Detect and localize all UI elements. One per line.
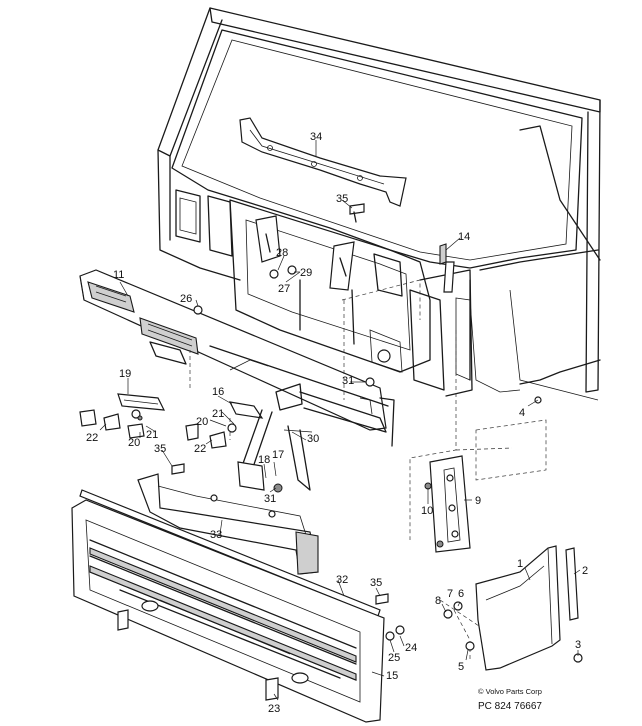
callout-21b: 21 [212,408,224,420]
callout-22a: 22 [86,432,98,444]
callout-14: 14 [458,231,470,243]
callout-3: 3 [575,639,581,651]
part-11-upper-panel [79,269,395,447]
callout-leaders [99,140,581,701]
callout-2: 2 [582,565,588,577]
callout-4: 4 [519,407,525,419]
callout-29: 29 [300,267,312,279]
callout-6: 6 [458,588,464,600]
callout-31a: 31 [342,375,354,387]
callout-labels: 1 2 3 4 5 6 7 8 9 10 11 14 15 16 17 18 1… [86,131,588,715]
callout-17: 17 [272,449,284,461]
callout-9: 9 [475,495,481,507]
callout-25: 25 [388,652,400,664]
callout-33: 33 [210,529,222,541]
callout-23: 23 [268,703,280,715]
callout-19: 19 [119,368,131,380]
part-9-side-bracket [424,455,471,553]
callout-35c: 35 [370,577,382,589]
callout-10: 10 [421,505,433,517]
callout-8: 8 [435,595,441,607]
callout-35a: 35 [336,193,348,205]
credit-block: © Volvo Parts Corp PC 824 76667 [478,687,542,712]
callout-32: 32 [336,574,348,586]
part-30-support-arms [237,409,313,493]
callout-34: 34 [310,131,322,143]
callout-28: 28 [276,247,288,259]
part-34-upper-bracket [239,117,407,207]
callout-27: 27 [278,283,290,295]
callout-1: 1 [517,558,523,570]
drawing-code: PC 824 76667 [478,701,542,712]
callout-5: 5 [458,661,464,673]
callout-35b: 35 [154,443,166,455]
part-15-front-grille [71,499,385,723]
callout-31b: 31 [264,493,276,505]
callout-15: 15 [386,670,398,682]
small-hardware [79,393,264,449]
callout-20a: 20 [128,437,140,449]
callout-11: 11 [113,269,124,281]
callout-24: 24 [405,642,417,654]
callout-16: 16 [212,386,224,398]
part-1-corner-panel [475,545,579,671]
copyright-text: © Volvo Parts Corp [478,687,542,696]
callout-26: 26 [180,293,192,305]
callout-30: 30 [307,433,319,445]
callout-18: 18 [258,454,270,466]
callout-7: 7 [447,588,453,600]
callout-22b: 22 [194,443,206,455]
callout-20b: 20 [196,416,208,428]
part-33-crossmember [137,473,319,575]
callout-21a: 21 [146,429,158,441]
